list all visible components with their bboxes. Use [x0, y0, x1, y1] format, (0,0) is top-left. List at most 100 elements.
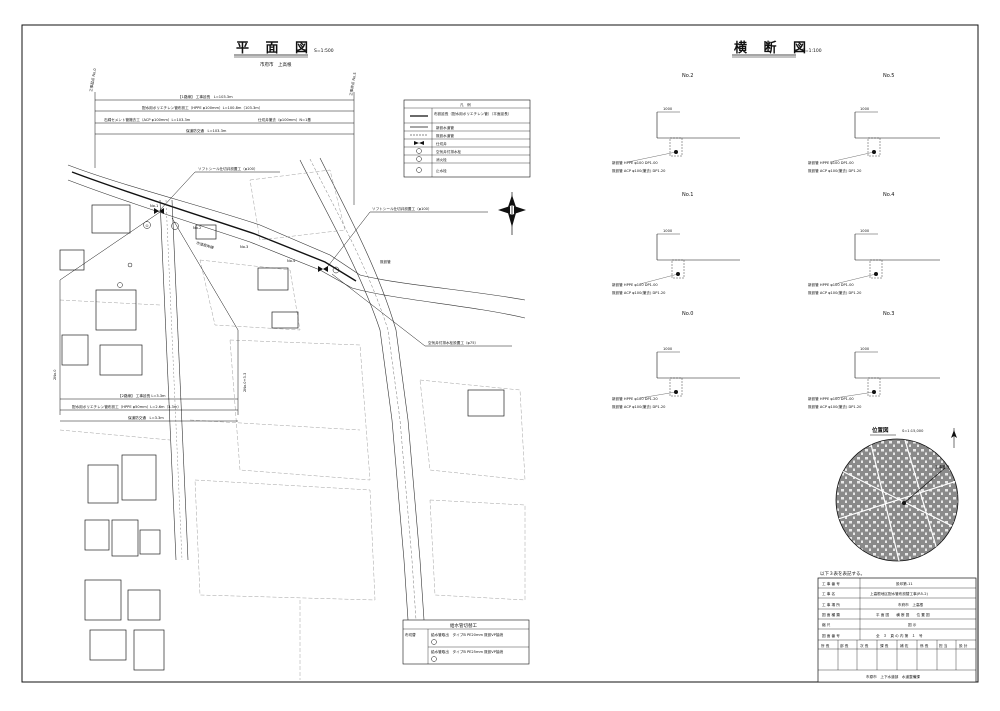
plan-title: 平 面 図	[236, 41, 314, 56]
leader-lines	[59, 171, 512, 347]
tb-key: 工 事 名	[822, 591, 835, 596]
title-block-note: 以下３表を表記する。	[820, 570, 865, 577]
road-ns-center	[309, 158, 417, 621]
plan-scale: S=1:500	[314, 48, 334, 54]
legend-item-6: 止水栓	[436, 168, 447, 173]
marker-1-label: ①	[145, 224, 148, 228]
section-width: 1000	[663, 229, 673, 233]
cross-scale: S=1:100	[802, 48, 822, 54]
marker-1	[143, 221, 151, 229]
section-old-pipe: 既設管 ACP φ100(撤去) DP1.20	[808, 168, 862, 173]
section-label: No.3	[883, 311, 894, 317]
section-width: 1000	[860, 347, 870, 351]
air-valve-label: 空気弁付排水栓設置工（φ75）	[428, 340, 478, 345]
section-width: 1000	[663, 347, 673, 351]
tb-sign-header: 課 長	[880, 643, 889, 648]
air-valve-icon	[332, 266, 340, 274]
plan-view: 平 面 図 S=1:500 市府市 上高根 工事起点 No.0 工事終点 No.…	[53, 41, 531, 680]
location-map-scale: S=1:15,000	[902, 429, 924, 433]
section-new-pipe: 新設管 HPPE φ100 DP1.00	[612, 160, 658, 165]
section-old-pipe: 既設管 ACP φ100(撤去) DP1.20	[612, 290, 666, 295]
legend-box: 凡 例 布設延長（配水用ポリエチレン管）（平面延長） 新設水道管 既設水道管 仕…	[403, 99, 531, 178]
road-east-south	[351, 287, 526, 319]
tb-value: 上高根地区配水管布設替工事(R5-2)	[870, 591, 928, 596]
cross-section-no4: No.4 1000 新設管 HPPE φ100 DP1.00 既設管 ACP φ…	[808, 192, 940, 295]
hydrant-icon	[117, 282, 123, 288]
tb-sign-header: 担 当	[939, 643, 948, 648]
location-north-icon	[951, 428, 957, 448]
road-east	[359, 274, 526, 301]
marker-2	[171, 222, 179, 230]
section-label: No.2	[682, 73, 693, 79]
section2-traffic: 保道防交通 L=3.3m	[128, 415, 164, 420]
tb-key: 工 事 番 号	[822, 581, 840, 586]
location-map: 位置図 S=1:15,000 工事箇所	[835, 426, 959, 562]
section-new-pipe: 新設管 HPPE φ100 DP1.00	[808, 282, 854, 287]
connection-table: 給水管切替工 布切替 給水管取出 タイプB PE20mm 既設VP接続 給水管取…	[402, 619, 530, 665]
section-old-pipe: 既設管 ACP φ100(撤去) DP1.20	[808, 290, 862, 295]
legend-item-3: 仕切弁	[436, 141, 447, 146]
road-ns-east	[319, 157, 425, 621]
section-new-pipe: 新設管 HPPE φ100 DP1.00	[612, 282, 658, 287]
section1-removal: 石綿セメント管撤去工（ACP φ100mm）L=103.3m	[104, 117, 191, 122]
tb-value: 設印第-11	[896, 581, 913, 586]
tb-value: 図 示	[908, 623, 917, 627]
section-old-pipe: 既設管 ACP φ100(撤去) DP1.20	[612, 404, 666, 409]
legend-item-2: 既設水道管	[436, 133, 454, 138]
section-width: 1000	[860, 229, 870, 233]
cross-section-view: 横 断 図 S=1:100 No.2 1000 新設管 HPPE φ100 DP…	[612, 40, 940, 409]
cross-section-no0: No.0 1000 新設管 HPPE φ100 DP1.20 既設管 ACP φ…	[612, 311, 740, 409]
section-old-pipe: 既設管 ACP φ100(撤去) DP1.20	[808, 404, 862, 409]
tb-sign-grid	[837, 640, 957, 670]
tb-sign-header: 係 長	[920, 643, 929, 648]
cross-section-no1: No.1 1000 新設管 HPPE φ100 DP1.00 既設管 ACP φ…	[612, 192, 740, 295]
section-old-pipe: 既設管 ACP φ100(撤去) DP1.20	[612, 168, 666, 173]
tb-key: 図 面 番 号	[822, 633, 840, 638]
connection-row-1: 給水管取出 タイプB PE25mm 既設VP接続	[431, 649, 504, 654]
station-no2: No.2	[193, 226, 201, 230]
section-label: No.1	[682, 192, 693, 198]
section-new-pipe: 新設管 HPPE φ100 DP1.00	[808, 396, 854, 401]
tb-footer: 市原市 上下水道部 水道整備課	[866, 674, 920, 679]
parcel-lines	[59, 169, 526, 680]
road-west-edge-a	[159, 199, 177, 561]
new-pipe-route	[71, 171, 357, 282]
cross-section-no3: No.3 1000 新設管 HPPE φ100 DP1.00 既設管 ACP φ…	[808, 311, 940, 409]
station-no4: No.4	[287, 259, 296, 263]
valve-icon	[154, 208, 328, 272]
section2-end: 2No.0+3.3	[243, 373, 247, 392]
cross-section-no5: No.5 1000 新設管 HPPE φ100 DP1.00 既設管 ACP φ…	[808, 73, 940, 173]
section-width: 1000	[860, 107, 870, 111]
section1-header: 【1路線】 工事延長 L=103.3m	[178, 94, 233, 99]
softseal-valve-2: ソフトシール仕切弁設置工（φ100）	[372, 206, 432, 211]
tb-value: 市府市 上高根	[898, 602, 924, 607]
tb-value: 平 面 図 横 断 図 位 置 図	[876, 612, 930, 617]
section-new-pipe: 新設管 HPPE φ100 DP1.00	[808, 160, 854, 165]
buildings	[59, 204, 505, 671]
section2-start: 2No.0	[53, 369, 57, 380]
section2-header: 【2路線】 工事延長 L=3.3m	[118, 393, 166, 398]
tb-sign-header: 部 長	[840, 643, 849, 648]
section-new-pipe: 新設管 HPPE φ100 DP1.20	[612, 396, 658, 401]
station-no1: No.1	[150, 204, 158, 208]
tb-sign-header: 設 計	[959, 643, 968, 648]
tb-key: 縮 尺	[822, 622, 831, 627]
section-label: No.5	[883, 73, 894, 79]
end-point-label: 工事終点 No.5	[348, 72, 357, 96]
section1-pipe: 配水用ポリエチレン管布設工（HPPE φ100mm）L=100.8m（103.3…	[142, 105, 262, 110]
cross-title: 横 断 図	[734, 40, 812, 56]
section-label: No.0	[682, 311, 693, 317]
legend-item-4: 空気弁付排水栓	[436, 149, 462, 154]
tb-sign-header: 所 長	[821, 643, 830, 648]
road-edge-north	[67, 164, 361, 276]
road-ns-west	[299, 159, 409, 621]
tb-sign-header: 次 長	[860, 643, 869, 648]
station-no3: No.3	[240, 245, 248, 249]
tb-key: 工 事 場 所	[822, 602, 840, 607]
sheet-border	[21, 24, 979, 683]
legend-item-5: 消火栓	[436, 157, 447, 162]
connection-title: 給水管切替工	[450, 622, 477, 629]
section1-traffic: 保道防交通 L=103.3m	[186, 128, 227, 133]
